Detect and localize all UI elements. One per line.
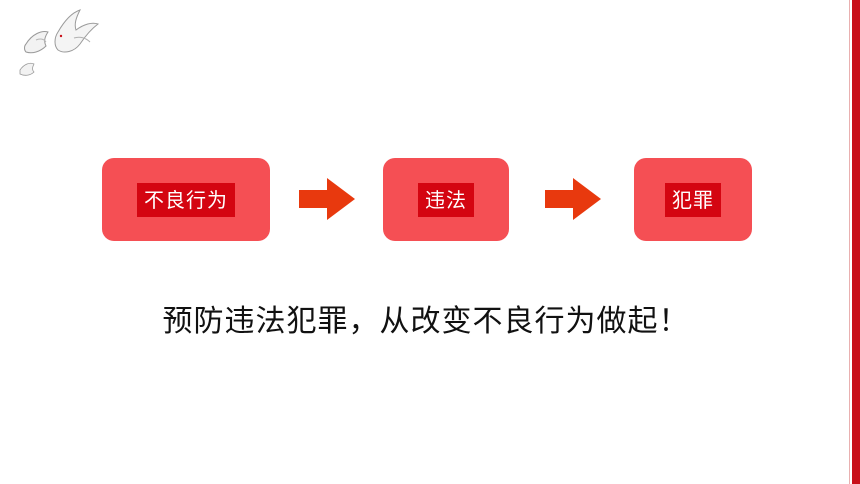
flow-step-label: 犯罪 [665,182,721,217]
flow-step-bad-behavior: 不良行为 [102,158,270,241]
arrow-right-icon [545,178,601,220]
arrow-right-icon [299,178,355,220]
dove-icon [19,62,35,76]
flow-step-crime: 犯罪 [634,158,752,241]
dove-icon [24,31,49,54]
right-accent-line [849,0,850,484]
slogan-text: 预防违法犯罪，从改变不良行为做起！ [162,304,690,339]
right-accent-bar [852,0,860,484]
dove-icon [54,9,100,53]
flow-step-illegal: 违法 [383,158,509,241]
doves-decoration [19,9,100,76]
flow-step-label: 违法 [418,182,474,217]
flow-step-label: 不良行为 [137,182,235,217]
